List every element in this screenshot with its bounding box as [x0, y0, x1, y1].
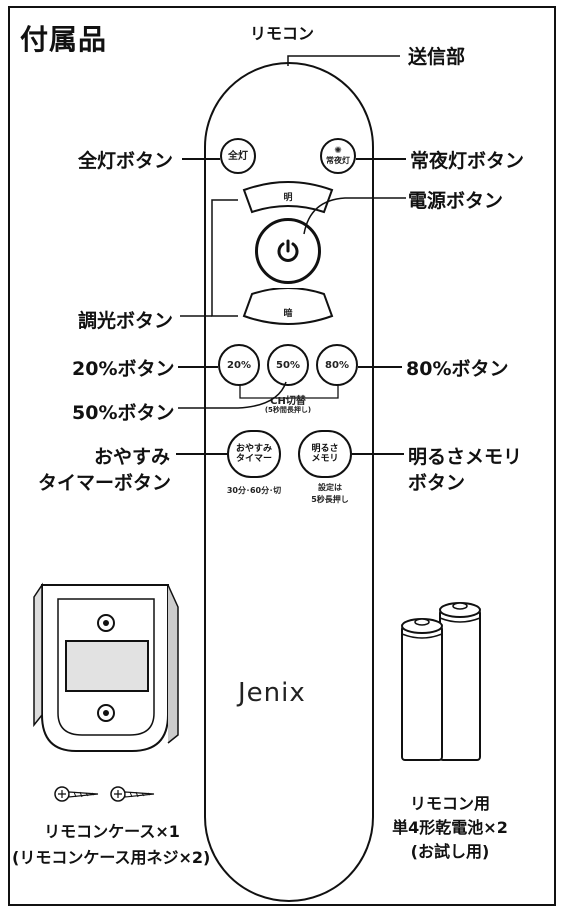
ch-bracket — [239, 384, 339, 399]
night-light-leader — [356, 158, 406, 160]
brightness-memory-label-1: 明るさ — [311, 443, 339, 454]
power-button-callout: 電源ボタン — [408, 190, 504, 212]
sleep-timer-button[interactable]: おやすみ タイマー — [227, 430, 281, 478]
sleep-timer-callout-1: おやすみ — [93, 446, 170, 468]
brand-logo: Jenix — [238, 678, 306, 708]
p50-button-callout: 50%ボタン — [72, 402, 175, 424]
memory-callout-2: ボタン — [408, 472, 466, 494]
p20-button-callout: 20%ボタン — [72, 358, 175, 380]
ch-switch-note: (5秒間長押し) — [264, 406, 312, 414]
page-title: 付属品 — [20, 23, 108, 56]
p80-leader — [358, 366, 402, 368]
power-icon — [277, 239, 299, 262]
night-light-button[interactable]: ✺ 常夜灯 — [320, 138, 356, 174]
memory-callout-1: 明るさメモリ — [408, 446, 523, 468]
sleep-timer-leader — [176, 453, 228, 455]
p80-button-callout: 80%ボタン — [406, 358, 509, 380]
sleep-timer-label-1: おやすみ — [235, 443, 272, 454]
battery-label-1: リモコン用 — [409, 794, 490, 813]
all-light-button-label: 全灯ボタン — [78, 150, 174, 172]
p20-button[interactable]: 20% — [218, 344, 260, 386]
p50-leader — [178, 381, 287, 409]
case-label-2: (リモコンケース用ネジ×2) — [12, 848, 211, 867]
night-light-button-label: 常夜灯 — [326, 155, 350, 165]
dimmer-leader — [180, 199, 238, 317]
memory-note-1: 設定は — [318, 483, 342, 492]
power-button[interactable] — [255, 218, 321, 284]
battery-label-2: 単4形乾電池×2 — [392, 818, 508, 837]
power-leader — [303, 197, 406, 235]
battery-icon — [401, 602, 481, 761]
timer-note: 30分･60分･切 — [226, 486, 282, 495]
remote-heading: リモコン — [250, 24, 315, 43]
brightness-memory-label-2: メモリ — [311, 454, 339, 464]
night-light-icon: ✺ — [334, 145, 342, 156]
p20-leader — [178, 366, 218, 368]
memory-note-2: 5秒長押し — [311, 495, 349, 504]
remote-case-icon — [33, 582, 179, 752]
p80-button[interactable]: 80% — [316, 344, 358, 386]
sleep-timer-callout-2: タイマーボタン — [38, 472, 172, 494]
case-label-1: リモコンケース×1 — [44, 822, 180, 841]
all-light-button[interactable]: 全灯 — [220, 138, 256, 174]
ch-switch-text: CH切替 — [270, 396, 306, 407]
page-frame — [8, 6, 556, 906]
memory-leader — [352, 453, 404, 455]
bright-button-label: 明 — [283, 193, 293, 203]
night-light-button-callout: 常夜灯ボタン — [410, 150, 525, 172]
brightness-memory-button[interactable]: 明るさ メモリ — [298, 430, 352, 478]
dimmer-button-callout: 調光ボタン — [78, 310, 174, 332]
screw-icon — [54, 786, 155, 802]
all-light-leader — [182, 158, 220, 160]
dim-button[interactable] — [238, 288, 338, 330]
sleep-timer-label-2: タイマー — [235, 454, 272, 464]
dim-button-label: 暗 — [283, 309, 293, 319]
transmitter-leader — [287, 55, 400, 66]
p50-button[interactable]: 50% — [267, 344, 309, 386]
battery-label-3: (お試し用) — [410, 842, 490, 861]
transmitter-label: 送信部 — [408, 46, 466, 68]
